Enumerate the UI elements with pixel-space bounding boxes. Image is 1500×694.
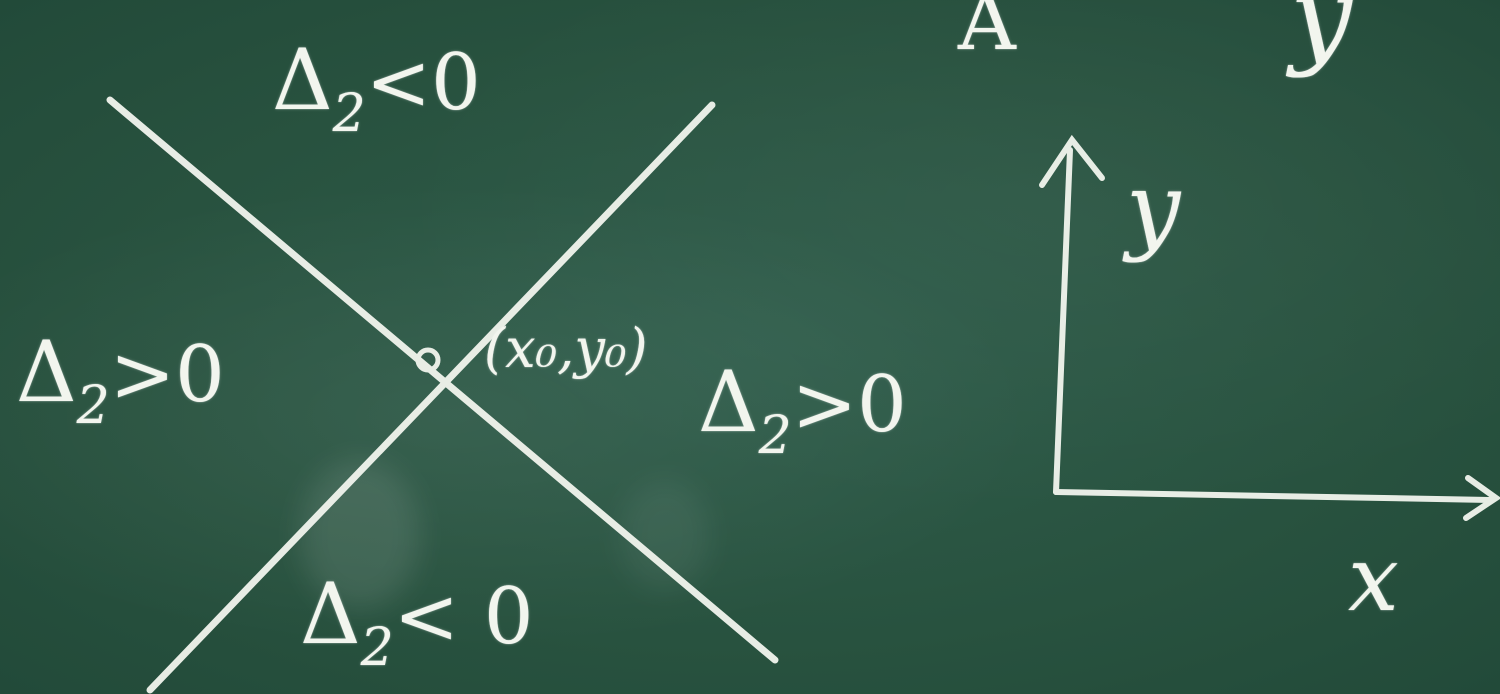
region-label-top: Δ2<0 bbox=[272, 38, 481, 140]
subscript: 2 bbox=[360, 618, 394, 678]
asymptote-line-2 bbox=[146, 101, 716, 694]
subscript: 2 bbox=[758, 406, 792, 466]
subscript: 2 bbox=[76, 376, 110, 436]
subscript: 2 bbox=[332, 84, 366, 144]
relation-text: < 0 bbox=[393, 572, 534, 662]
region-label-left: Δ2>0 bbox=[16, 330, 225, 432]
delta-symbol: Δ bbox=[272, 31, 333, 129]
chalk-smudge bbox=[300, 460, 420, 610]
relation-text: >0 bbox=[791, 360, 907, 450]
y-axis-label: y bbox=[1126, 152, 1181, 264]
relation-text: <0 bbox=[365, 38, 481, 128]
partial-letter-y: y bbox=[1290, 0, 1353, 79]
delta-symbol: Δ bbox=[698, 353, 759, 451]
y-axis-arrowhead bbox=[1039, 134, 1105, 188]
delta-symbol: Δ bbox=[300, 565, 361, 663]
saddle-point-marker bbox=[415, 347, 441, 373]
point-label: (x₀,y₀) bbox=[484, 317, 648, 380]
x-axis-label: x bbox=[1348, 527, 1399, 632]
x-axis-line bbox=[1053, 489, 1493, 503]
region-label-bottom: Δ2< 0 bbox=[300, 572, 534, 674]
y-axis-line bbox=[1053, 147, 1073, 495]
asymptote-line-1 bbox=[106, 96, 779, 664]
delta-symbol: Δ bbox=[16, 323, 77, 421]
partial-letter-a: A bbox=[958, 0, 1016, 68]
relation-text: >0 bbox=[109, 330, 225, 420]
x-axis-arrowhead bbox=[1463, 475, 1500, 521]
region-label-right: Δ2>0 bbox=[698, 360, 907, 462]
